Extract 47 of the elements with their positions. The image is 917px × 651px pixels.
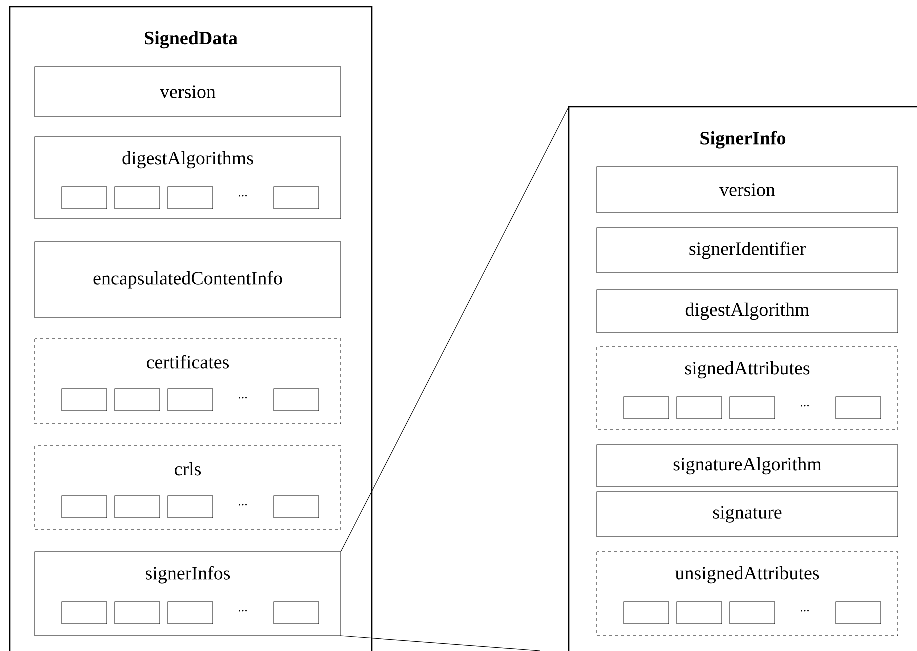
node-label: version xyxy=(720,184,776,196)
sequence-box xyxy=(836,396,882,420)
node-label: certificates xyxy=(147,355,230,369)
node-label: encapsulatedContentInfo xyxy=(94,271,282,289)
node-label: unsignedAttributes xyxy=(675,566,820,584)
node-label: digestAlgorithms xyxy=(122,151,254,169)
node-label: signerIdentifier xyxy=(690,242,806,260)
sequence-box xyxy=(274,496,320,518)
sequence-box xyxy=(114,602,160,624)
node-label: ... xyxy=(238,397,248,399)
node-label: signature xyxy=(713,506,782,523)
node-label: crls xyxy=(175,462,202,476)
node-label: digestAlgorithm xyxy=(686,302,810,320)
sequence-box xyxy=(676,602,722,624)
sequence-box xyxy=(274,602,320,624)
sequence-box xyxy=(274,388,320,412)
sequence-box xyxy=(114,186,160,210)
node-label: SignedData xyxy=(145,31,238,49)
sequence-box xyxy=(62,496,108,518)
sequence-box xyxy=(168,496,214,518)
node-label: signerInfos xyxy=(146,566,230,584)
sequence-box xyxy=(168,186,214,210)
sequence-box xyxy=(730,396,776,420)
sequence-box xyxy=(730,602,776,624)
sequence-box xyxy=(676,396,722,420)
sequence-box xyxy=(168,602,214,624)
node-label: ... xyxy=(801,610,810,612)
node-label: version xyxy=(160,86,216,98)
sequence-box xyxy=(274,186,320,210)
sequence-box xyxy=(168,388,214,412)
sequence-box xyxy=(62,186,108,210)
sequence-box xyxy=(624,396,670,420)
sequence-box xyxy=(114,388,160,412)
node-label: signatureAlgorithm xyxy=(674,457,822,475)
sequence-box xyxy=(62,388,108,412)
zoom-line xyxy=(340,636,540,651)
sequence-box xyxy=(62,602,108,624)
node-label: ... xyxy=(238,504,248,506)
node-label: ... xyxy=(238,610,248,612)
node-label: SignerInfo xyxy=(700,131,786,149)
node-label: ... xyxy=(801,405,810,407)
sequence-box xyxy=(624,602,670,624)
sequence-box xyxy=(114,496,160,518)
node-label: signedAttributes xyxy=(685,361,810,379)
zoom-line xyxy=(340,106,570,552)
sequence-box xyxy=(836,602,882,624)
node-label: ... xyxy=(238,195,248,197)
